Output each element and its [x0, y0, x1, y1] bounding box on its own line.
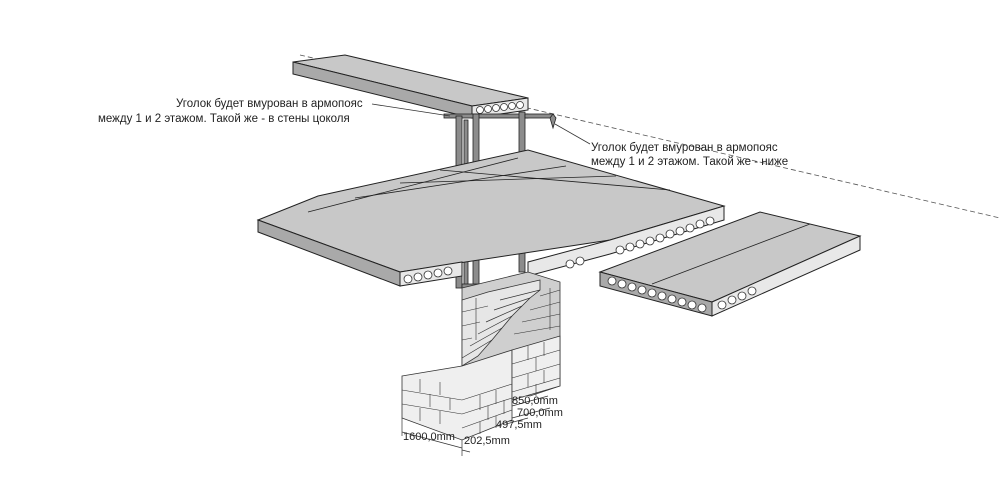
- top-slab: [292, 54, 529, 119]
- note-right-line1: Уголок будет вмурован в армопояс: [591, 142, 778, 154]
- dimension-lines: [401, 395, 551, 456]
- note-left-line2: между 1 и 2 этажом. Такой же - в стены ц…: [98, 113, 350, 125]
- note-left-line1: Уголок будет вмурован в армопояс: [176, 98, 363, 110]
- brick-courses: [401, 288, 561, 434]
- dimension-497: 497,5mm: [496, 419, 542, 431]
- dimension-700: 700,0mm: [517, 407, 563, 419]
- dimension-202: 202,5mm: [464, 435, 510, 447]
- leader-left: [371, 103, 451, 117]
- floor-slabs-left: [256, 149, 726, 287]
- slab-holes: [476, 101, 524, 114]
- leader-right: [554, 123, 591, 145]
- brick-stair-block: [401, 271, 561, 441]
- slab-holes-left: [403, 266, 453, 284]
- slab-holes-mid: [565, 216, 715, 269]
- note-right-line2: между 1 и 2 этажом. Такой же - ниже: [591, 156, 788, 168]
- dimension-850: 850,0mm: [512, 395, 558, 407]
- dimension-1600: 1600,0mm: [403, 431, 455, 443]
- floor-slabs-right: [598, 211, 862, 317]
